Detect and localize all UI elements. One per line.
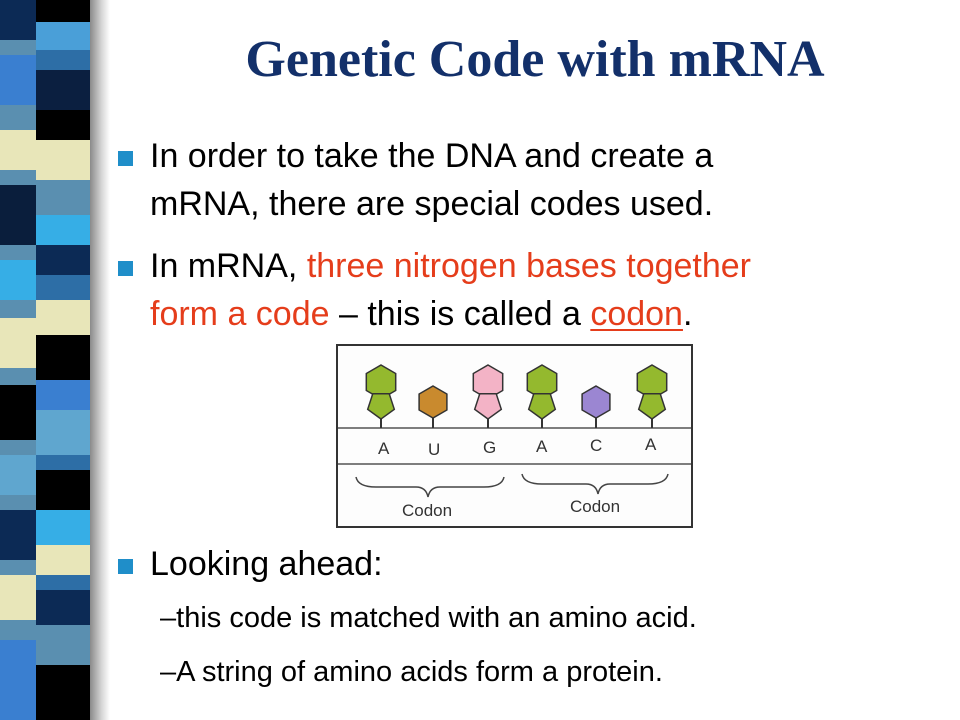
bullet-3-line-1: Looking ahead: bbox=[150, 545, 383, 583]
pyrimidine-ring-c bbox=[581, 385, 611, 419]
decorative-side-strip bbox=[0, 0, 110, 720]
sub-bullet-2: –A string of amino acids form a protein. bbox=[160, 656, 663, 689]
bullet-1-line-2: mRNA, there are special codes used. bbox=[150, 185, 714, 223]
bullet-2-period: . bbox=[682, 295, 693, 333]
bullet-1-line-1: In order to take the DNA and create a bbox=[150, 137, 714, 175]
slide-title: Genetic Code with mRNA bbox=[245, 31, 825, 88]
pyrimidine-ring-u bbox=[418, 385, 448, 419]
nucleotide-shapes bbox=[365, 364, 668, 420]
purine-base-a bbox=[637, 392, 667, 420]
codon-diagram: A U G A C A Codon Codon bbox=[336, 344, 693, 528]
codon-term: codon bbox=[590, 295, 683, 333]
base-label: U bbox=[428, 440, 440, 459]
codon-label: Codon bbox=[402, 501, 452, 520]
base-label: A bbox=[645, 435, 657, 454]
sub-bullet-text: this code is matched with an amino acid. bbox=[176, 602, 697, 634]
sub-bullet-dash: – bbox=[160, 656, 177, 688]
bullet-square-icon bbox=[118, 261, 133, 276]
bullet-2-line-2: form a code – this is called a codon. bbox=[150, 290, 950, 338]
base-label: A bbox=[536, 437, 548, 456]
bullet-square-icon bbox=[118, 559, 133, 574]
sub-bullet-1: –this code is matched with an amino acid… bbox=[160, 602, 697, 635]
bullet-2-text-b: – this is called a bbox=[329, 295, 591, 333]
sub-bullet-dash: – bbox=[160, 602, 177, 634]
codon-brace bbox=[521, 473, 669, 495]
base-label: G bbox=[483, 438, 496, 457]
purine-base-g bbox=[473, 392, 503, 420]
bullet-2-line-1: In mRNA, three nitrogen bases together bbox=[150, 242, 950, 290]
base-label: C bbox=[590, 436, 602, 455]
purine-base-a bbox=[366, 392, 396, 420]
bullet-2-text-a: In mRNA, bbox=[150, 247, 307, 285]
codon-label: Codon bbox=[570, 497, 620, 516]
bullet-square-icon bbox=[118, 151, 133, 166]
bullet-2-highlight-a: three nitrogen bases together bbox=[306, 247, 752, 285]
sub-bullet-text: A string of amino acids form a protein. bbox=[176, 656, 663, 688]
base-label: A bbox=[378, 439, 390, 458]
purine-base-a bbox=[527, 392, 557, 420]
bullet-2-highlight-b: form a code bbox=[150, 295, 330, 333]
codon-brace bbox=[355, 476, 505, 498]
